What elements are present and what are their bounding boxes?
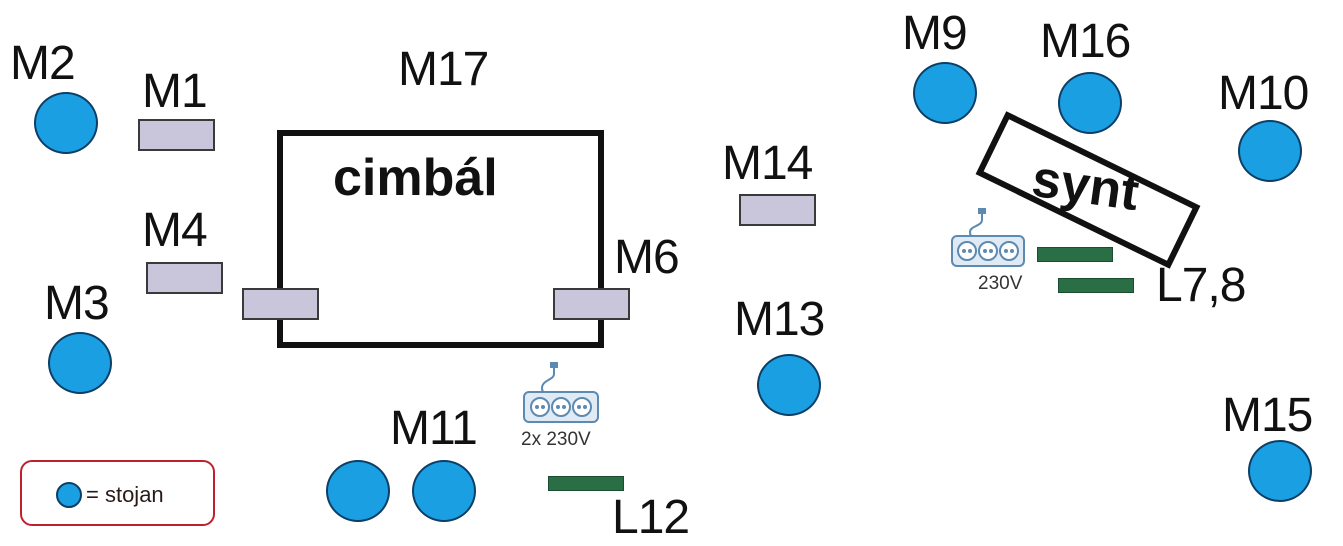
label-m17: M17 [398,43,489,96]
mic-m14 [739,194,816,226]
stand-m11-left [326,460,390,522]
power-strip-icon [520,360,602,432]
power-label-stage-right: 230V [978,273,1023,294]
label-m10: M10 [1218,67,1309,120]
instrument-synt-label: synt [1028,149,1143,223]
stand-m13 [757,354,821,416]
stand-m10 [1238,120,1302,182]
label-m2: M2 [10,37,76,90]
label-m16: M16 [1040,15,1131,68]
label-m4: M4 [142,204,208,257]
stand-m15 [1248,440,1312,502]
label-m13: M13 [734,293,825,346]
light-l8 [1058,278,1134,293]
label-m11: M11 [390,402,478,455]
instrument-cimbal-label: cimbál [333,149,498,207]
stand-m11-right [412,460,476,522]
label-m9: M9 [902,7,968,60]
mic-m5 [242,288,319,320]
power-strip-icon [948,206,1028,274]
label-l78: L7,8 [1156,259,1246,312]
legend-text: = stojan [86,482,164,507]
legend-box: = stojan [20,460,215,526]
mic-m1 [138,119,215,151]
label-m15: M15 [1222,389,1313,442]
legend-stand-icon [56,482,82,508]
stand-m2 [34,92,98,154]
label-l12: L12 [612,491,690,544]
label-m6: M6 [614,231,680,284]
label-m14: M14 [722,137,813,190]
light-l12 [548,476,624,491]
instrument-cimbal [277,130,604,348]
label-m1: M1 [142,65,208,118]
mic-m4 [146,262,223,294]
mic-m6 [553,288,630,320]
stand-m16 [1058,72,1122,134]
label-m3: M3 [44,277,110,330]
power-label-stage-left: 2x 230V [521,429,591,450]
stand-m3 [48,332,112,394]
light-l7 [1037,247,1113,262]
stand-m9 [913,62,977,124]
